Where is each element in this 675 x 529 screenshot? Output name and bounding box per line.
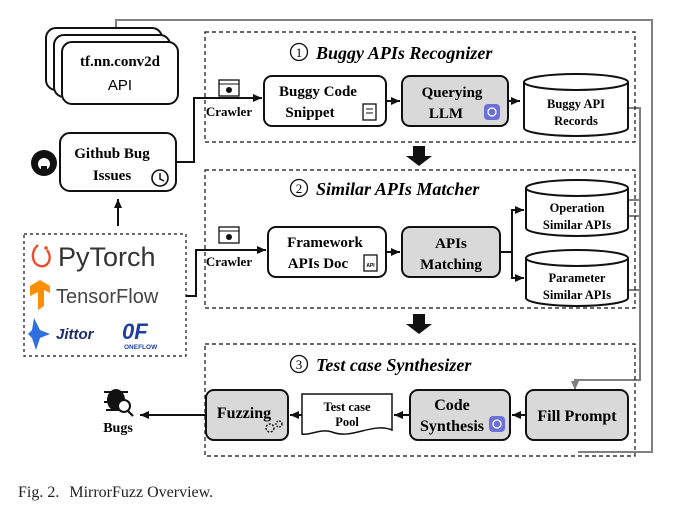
stage1-title: Buggy APIs Recognizer [315,43,493,63]
matching-to-operation-arrow [500,206,524,253]
api-doc-subtitle: API [108,77,132,94]
stage3-number: 3 [296,357,303,372]
fuzzing-label: Fuzzing [217,405,271,422]
stage2-number: 2 [296,181,303,196]
framework-apis-doc-box: Framework APIs Doc API [267,226,387,278]
doc-line1: Framework [287,235,363,251]
github-issues-box: Github Bug Issues [59,132,177,192]
api-doc-stack: tf.nn.conv2d API [45,27,179,105]
op-line2: Similar APIs [543,218,611,232]
buggy-api-records-db: Buggy API Records [523,73,629,137]
llm-line1: Querying [422,85,483,101]
stage1-container [204,31,636,143]
fill-prompt-box: Fill Prompt [525,389,629,441]
op-line1: Operation [550,201,605,215]
matching-to-parameter-arrow [511,252,524,282]
parameter-similar-apis-db: Parameter Similar APIs [525,249,629,307]
pytorch-label: PyTorch [58,242,156,272]
apis-to-prompt-line [571,108,641,390]
code-synthesis-box: Code Synthesis [409,389,511,441]
synth-line1: Code [434,397,470,414]
stage3-heading: 3 Test case Synthesizer [289,354,472,375]
tensorflow-label: TensorFlow [56,286,159,308]
tensorflow-logo: TensorFlow [30,280,159,310]
stage2-container [204,169,636,309]
matching-line1: APIs [435,236,467,252]
svg-text:API: API [366,263,375,269]
gears-icon [265,420,283,433]
snippet-line2: Snippet [285,105,334,121]
github-issues-line1: Github Bug [74,146,150,162]
github-issues-line2: Issues [93,168,132,184]
bugs-label: Bugs [103,421,133,436]
crawler2-label: Crawler [206,254,252,269]
crawler1: Crawler [206,79,252,119]
bug-search-icon [104,389,134,417]
frameworks-to-doc-arrow [186,246,266,297]
param-line2: Similar APIs [543,288,611,302]
oneflow-label: ONEFLOW [124,344,158,351]
stage2-to-stage3-arrow [406,314,432,334]
bugs-output: Bugs [103,389,134,436]
oneflow-logo: 0F ONEFLOW [122,319,158,351]
llm-badge-icon [484,104,500,120]
operation-feed-line [628,215,641,291]
records-line1: Buggy API [547,97,605,111]
matching-line2: Matching [420,257,482,273]
param-line1: Parameter [549,271,606,285]
records-feed-line [628,107,641,201]
feedback-lines [115,19,653,453]
stage3-container [204,343,636,457]
api-file-icon: API [363,254,378,272]
stage1-heading: 1 Buggy APIs Recognizer [289,42,493,63]
stage3-title: Test case Synthesizer [316,355,472,375]
fuzzing-box: Fuzzing [205,389,289,441]
stage2-title: Similar APIs Matcher [316,179,480,199]
buggy-code-snippet-box: Buggy Code Snippet [263,75,387,127]
crawler1-label: Crawler [206,104,252,119]
apis-matching-box: APIs Matching [401,226,501,278]
stage1-to-stage2-arrow [406,146,432,166]
crawler2: Crawler [206,226,252,269]
pytorch-logo: PyTorch [31,242,156,272]
synthesis-llm-badge-icon [489,416,505,432]
api-doc-title: tf.nn.conv2d [80,54,161,70]
snippet-line1: Buggy Code [279,84,357,100]
pool-line1: Test case [323,400,371,414]
caption-text: MirrorFuzz Overview. [69,484,214,501]
operation-similar-apis-db: Operation Similar APIs [525,179,629,237]
frameworks-box: PyTorch TensorFlow Jittor 0F ONEFLOW [23,233,187,357]
caption-label: Fig. 2. [18,484,60,501]
records-line2: Records [554,114,598,128]
jittor-logo: Jittor [28,318,95,350]
stage2-heading: 2 Similar APIs Matcher [289,178,480,199]
svg-text:0F: 0F [122,319,148,344]
jittor-label: Jittor [56,326,95,343]
llm-line2: LLM [429,106,463,122]
fill-prompt-label: Fill Prompt [537,408,617,425]
figure-caption: Fig. 2. MirrorFuzz Overview. [18,484,223,502]
mirrorfuzz-overview-diagram: tf.nn.conv2d API Github Bug Issues PyTor… [23,19,653,457]
stage1-number: 1 [296,45,303,60]
issues-to-snippet-arrow [176,94,262,163]
github-icon [31,150,57,176]
clock-alert-icon [151,169,169,187]
querying-llm-box: Querying LLM [401,75,509,127]
doc-line2: APIs Doc [288,256,349,272]
synth-line2: Synthesis [420,418,484,435]
test-case-pool-doc: Test case Pool [301,393,393,436]
code-file-icon [362,103,377,121]
pool-line2: Pool [335,415,359,429]
records-to-fill-prompt-line [115,19,653,453]
